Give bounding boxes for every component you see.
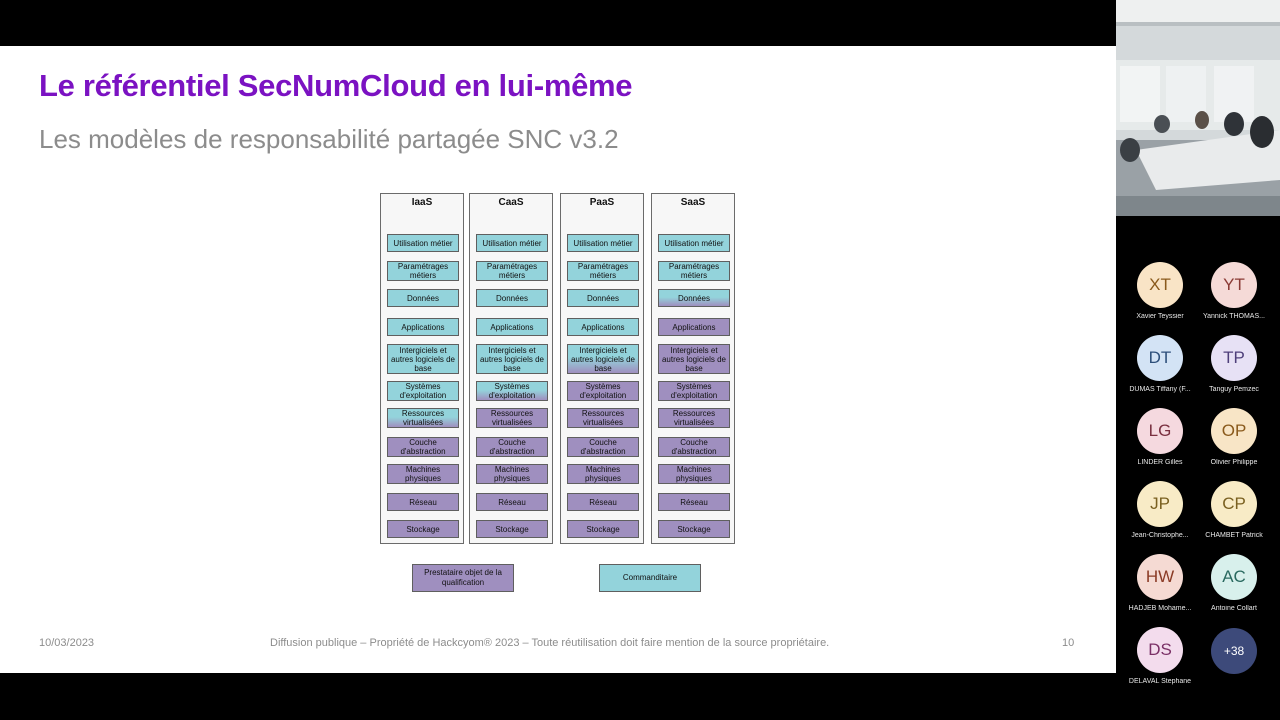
- participant-tile[interactable]: TP Tanguy Pemzec: [1197, 335, 1271, 393]
- layer-box: Machines physiques: [387, 464, 459, 484]
- layer-box: Ressources virtualisées: [387, 408, 459, 428]
- participant-name: DUMAS Tiffany (F...: [1129, 386, 1191, 393]
- layer-box: Utilisation métier: [476, 234, 548, 252]
- layer-box: Utilisation métier: [387, 234, 459, 252]
- participant-name: DELAVAL Stephane: [1128, 678, 1192, 685]
- layer-box: Paramétrages métiers: [567, 261, 639, 281]
- layer-box: Intergiciels et autres logiciels de base: [658, 344, 730, 374]
- participant-tile[interactable]: HW HADJEB Mohame...: [1123, 554, 1197, 612]
- layer-box: Systèmes d'exploitation: [567, 381, 639, 401]
- avatar: LG: [1137, 408, 1183, 454]
- participant-tile[interactable]: JP Jean-Christophe...: [1123, 481, 1197, 539]
- slide-footer-text: Diffusion publique – Propriété de Hackcy…: [270, 637, 830, 649]
- legend-client: Commanditaire: [599, 564, 701, 592]
- layer-box: Utilisation métier: [658, 234, 730, 252]
- slide-title: Le référentiel SecNumCloud en lui-même: [39, 68, 633, 103]
- participant-name: Jean-Christophe...: [1131, 532, 1189, 539]
- legend-client-label: Commanditaire: [622, 573, 678, 582]
- layer-box: Couche d'abstraction: [387, 437, 459, 457]
- avatar: HW: [1137, 554, 1183, 600]
- avatar: TP: [1211, 335, 1257, 381]
- layer-box: Couche d'abstraction: [476, 437, 548, 457]
- slide-date: 10/03/2023: [39, 637, 95, 649]
- layer-box: Intergiciels et autres logiciels de base: [567, 344, 639, 374]
- avatar: AC: [1211, 554, 1257, 600]
- layer-box: Réseau: [476, 493, 548, 511]
- layer-box: Systèmes d'exploitation: [387, 381, 459, 401]
- layer-box: Applications: [567, 318, 639, 336]
- layer-box: Applications: [476, 318, 548, 336]
- layer-box: Machines physiques: [658, 464, 730, 484]
- layer-box: Stockage: [658, 520, 730, 538]
- column-header: SaaS: [680, 197, 706, 208]
- meeting-room-video: [1116, 0, 1280, 216]
- avatar: XT: [1137, 262, 1183, 308]
- layer-box: Stockage: [476, 520, 548, 538]
- participant-tile[interactable]: DS DELAVAL Stephane: [1123, 627, 1197, 685]
- participant-name: CHAMBET Patrick: [1205, 532, 1263, 539]
- participant-name: Tanguy Pemzec: [1209, 386, 1259, 393]
- avatar: JP: [1137, 481, 1183, 527]
- participant-tile[interactable]: OP Olivier Philippe: [1197, 408, 1271, 466]
- layer-box: Réseau: [567, 493, 639, 511]
- layer-box: Paramétrages métiers: [476, 261, 548, 281]
- participant-tile[interactable]: AC Antoine Collart: [1197, 554, 1271, 612]
- legend-provider: Prestataire objet de la qualification: [412, 564, 514, 592]
- column-header: PaaS: [589, 197, 615, 208]
- participant-name: Olivier Philippe: [1210, 459, 1258, 466]
- layer-box: Paramétrages métiers: [658, 261, 730, 281]
- column-header: CaaS: [498, 197, 524, 208]
- layer-box: Applications: [387, 318, 459, 336]
- layer-box: Ressources virtualisées: [567, 408, 639, 428]
- participant-name: HADJEB Mohame...: [1128, 605, 1192, 612]
- avatar: DT: [1137, 335, 1183, 381]
- layer-box: Données: [567, 289, 639, 307]
- layer-box: Machines physiques: [476, 464, 548, 484]
- layer-box: Réseau: [387, 493, 459, 511]
- more-participants-count: +38: [1223, 644, 1245, 658]
- layer-box: Stockage: [387, 520, 459, 538]
- layer-box: Couche d'abstraction: [658, 437, 730, 457]
- layer-box: Réseau: [658, 493, 730, 511]
- more-participants-button[interactable]: +38: [1211, 628, 1257, 674]
- layer-box: Systèmes d'exploitation: [476, 381, 548, 401]
- participant-name: Xavier Teyssier: [1136, 313, 1184, 320]
- participant-name: Antoine Collart: [1211, 605, 1257, 612]
- layer-box: Données: [658, 289, 730, 307]
- layer-box: Utilisation métier: [567, 234, 639, 252]
- presentation-slide: Le référentiel SecNumCloud en lui-même L…: [0, 46, 1116, 673]
- layer-box: Données: [387, 289, 459, 307]
- participant-tile[interactable]: XT Xavier Teyssier: [1123, 262, 1197, 320]
- layer-box: Données: [476, 289, 548, 307]
- layer-box: Ressources virtualisées: [658, 408, 730, 428]
- column-header: IaaS: [411, 197, 433, 208]
- slide-subtitle: Les modèles de responsabilité partagée S…: [39, 124, 619, 154]
- participant-name: LINDER Gilles: [1137, 459, 1183, 466]
- layer-box: Intergiciels et autres logiciels de base: [387, 344, 459, 374]
- layer-box: Stockage: [567, 520, 639, 538]
- legend-provider-label: Prestataire objet de la qualification: [424, 568, 502, 587]
- participant-tile[interactable]: CP CHAMBET Patrick: [1197, 481, 1271, 539]
- slide-page-number: 10: [1062, 637, 1075, 649]
- layer-box: Applications: [658, 318, 730, 336]
- layer-box: Ressources virtualisées: [476, 408, 548, 428]
- layer-box: Paramétrages métiers: [387, 261, 459, 281]
- participant-tile[interactable]: LG LINDER Gilles: [1123, 408, 1197, 466]
- avatar: DS: [1137, 627, 1183, 673]
- layer-box: Systèmes d'exploitation: [658, 381, 730, 401]
- avatar: YT: [1211, 262, 1257, 308]
- avatar: CP: [1211, 481, 1257, 527]
- participant-tile[interactable]: DT DUMAS Tiffany (F...: [1123, 335, 1197, 393]
- participant-name: Yannick THOMAS...: [1203, 313, 1265, 320]
- video-feed[interactable]: [1116, 0, 1280, 216]
- layer-box: Machines physiques: [567, 464, 639, 484]
- avatar: OP: [1211, 408, 1257, 454]
- participant-tile[interactable]: YT Yannick THOMAS...: [1197, 262, 1271, 320]
- layer-box: Intergiciels et autres logiciels de base: [476, 344, 548, 374]
- layer-box: Couche d'abstraction: [567, 437, 639, 457]
